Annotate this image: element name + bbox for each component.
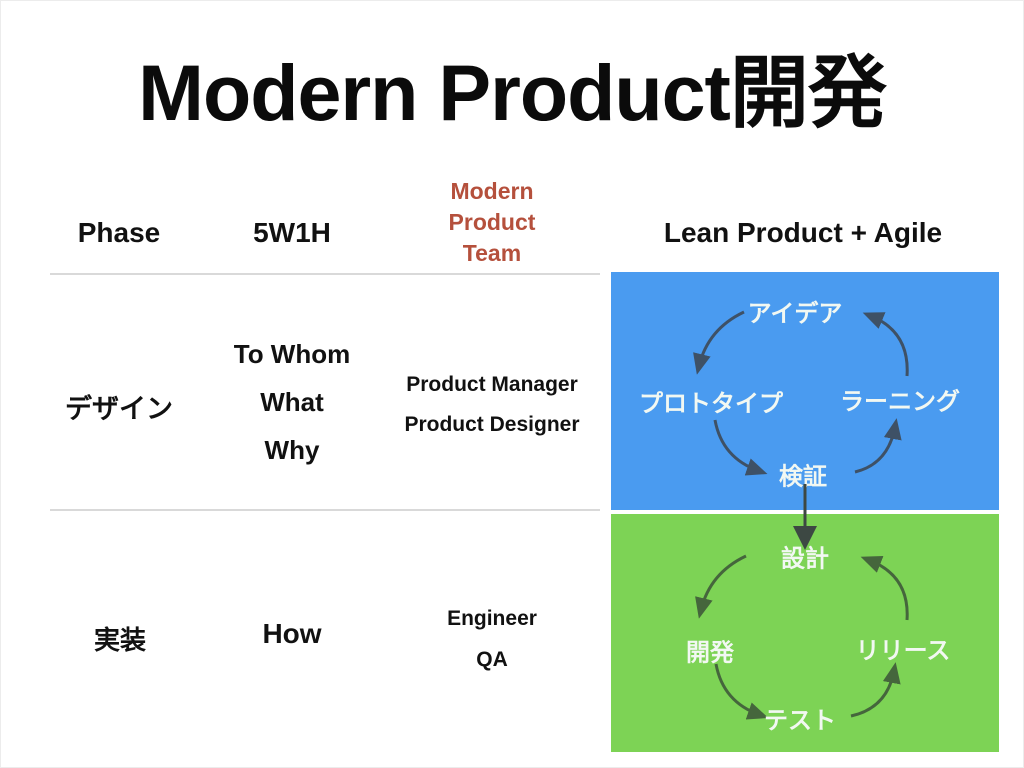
team-role-item: Product Manager xyxy=(406,373,578,396)
lean-cycle-arrows-icon xyxy=(693,310,909,476)
lean-cycle-panel: アイデア プロトタイプ ラーニング 検証 xyxy=(611,272,999,510)
row-implementation-phase-label: 実装 xyxy=(93,625,146,655)
lean-step-prototype: プロトタイプ xyxy=(639,390,783,418)
header-divider-line xyxy=(50,273,600,275)
w5h1-item: To Whom xyxy=(233,339,351,369)
agile-step-development: 開発 xyxy=(686,639,734,667)
team-role-item: Product Designer xyxy=(404,413,580,436)
agile-step-test: テスト xyxy=(764,707,836,735)
row-implementation-team-list: Engineer QA xyxy=(402,598,582,680)
column-header-modern-product-team: Modern Product Team xyxy=(412,176,572,269)
w5h1-item: Why xyxy=(264,435,320,465)
lean-step-learning: ラーニング xyxy=(840,388,960,416)
lean-step-idea: アイデア xyxy=(747,300,843,328)
agile-step-design: 設計 xyxy=(781,545,829,573)
validation-to-design-arrow-icon xyxy=(793,484,817,550)
row-implementation-5w1h-list: How xyxy=(262,618,322,649)
row-design-phase-label: デザイン xyxy=(65,394,173,424)
column-header-lean-product-agile: Lean Product + Agile xyxy=(663,217,943,248)
row-design-5w1h-list: To Whom What Why xyxy=(212,330,372,474)
column-header-phase: Phase xyxy=(77,217,161,248)
agile-cycle-arrows-icon xyxy=(695,554,909,720)
agile-step-release: リリース xyxy=(855,637,951,665)
column-header-5w1h: 5W1H xyxy=(253,217,331,248)
team-header-line: Modern xyxy=(450,178,534,204)
team-role-item: QA xyxy=(476,648,508,671)
w5h1-item: What xyxy=(260,387,324,417)
lean-step-validation: 検証 xyxy=(779,463,827,491)
team-header-line: Team xyxy=(462,240,522,266)
row-divider-line xyxy=(50,509,600,511)
row-design-team-list: Product Manager Product Designer xyxy=(392,365,592,445)
agile-cycle-panel: 設計 開発 リリース テスト xyxy=(611,514,999,752)
team-role-item: Engineer xyxy=(447,607,537,630)
team-header-line: Product xyxy=(448,209,536,235)
slide-title: Modern Product開発 xyxy=(138,48,887,137)
